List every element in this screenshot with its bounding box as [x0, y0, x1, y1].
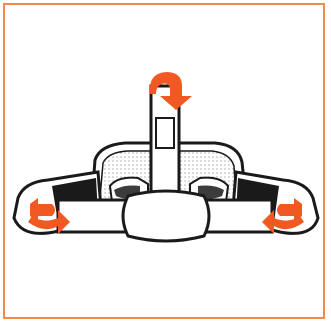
- back-pad: [123, 191, 209, 241]
